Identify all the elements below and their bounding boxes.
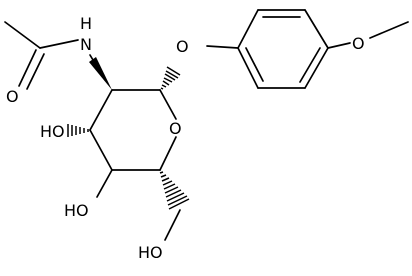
label-hydroxyl-6: HO: [138, 243, 163, 262]
bond-c3-c2: [89, 89, 113, 131]
bond-c4-oh: [96, 169, 113, 198]
benzene-bond-4: [304, 47, 329, 89]
bond-c6-oh: [164, 209, 181, 241]
bond-ring-o-c5: [159, 136, 177, 171]
label-hydroxyl-3: HO: [40, 122, 65, 141]
bond-carbonyl-n: [39, 39, 79, 49]
bond-c1-ring-o: [159, 89, 177, 120]
label-glycosidic-oxygen: O: [176, 37, 189, 56]
bond-carbonyl-o-a: [18, 49, 37, 87]
wedge-c2-n: [89, 57, 112, 90]
label-amide-hydrogen: H: [80, 14, 92, 33]
bond-aryl-o-methoxy: [327, 42, 351, 49]
label-carbonyl-oxygen: O: [6, 87, 19, 106]
hash-c1-o: [160, 66, 181, 90]
benzene-bond-6: [237, 47, 259, 89]
bond-o-aryl: [206, 45, 239, 49]
label-hydroxyl-4: HO: [64, 201, 89, 220]
benzene-bond-3: [304, 9, 329, 49]
bond-o-methyl: [369, 21, 409, 39]
bond-methyl-carbonyl: [4, 21, 41, 49]
label-ring-oxygen: O: [169, 119, 182, 138]
hash-c5-c6: [159, 171, 190, 210]
label-methoxy-oxygen: O: [352, 34, 365, 53]
benzene-double-3: [245, 47, 264, 82]
benzene-bond-1: [237, 9, 259, 49]
label-nitrogen: N: [80, 35, 92, 54]
bond-carbonyl-o-b: [26, 53, 45, 90]
bond-c4-c3: [89, 129, 113, 171]
benzene-double-2: [299, 47, 321, 83]
hash-c3-oh: [67, 124, 89, 137]
